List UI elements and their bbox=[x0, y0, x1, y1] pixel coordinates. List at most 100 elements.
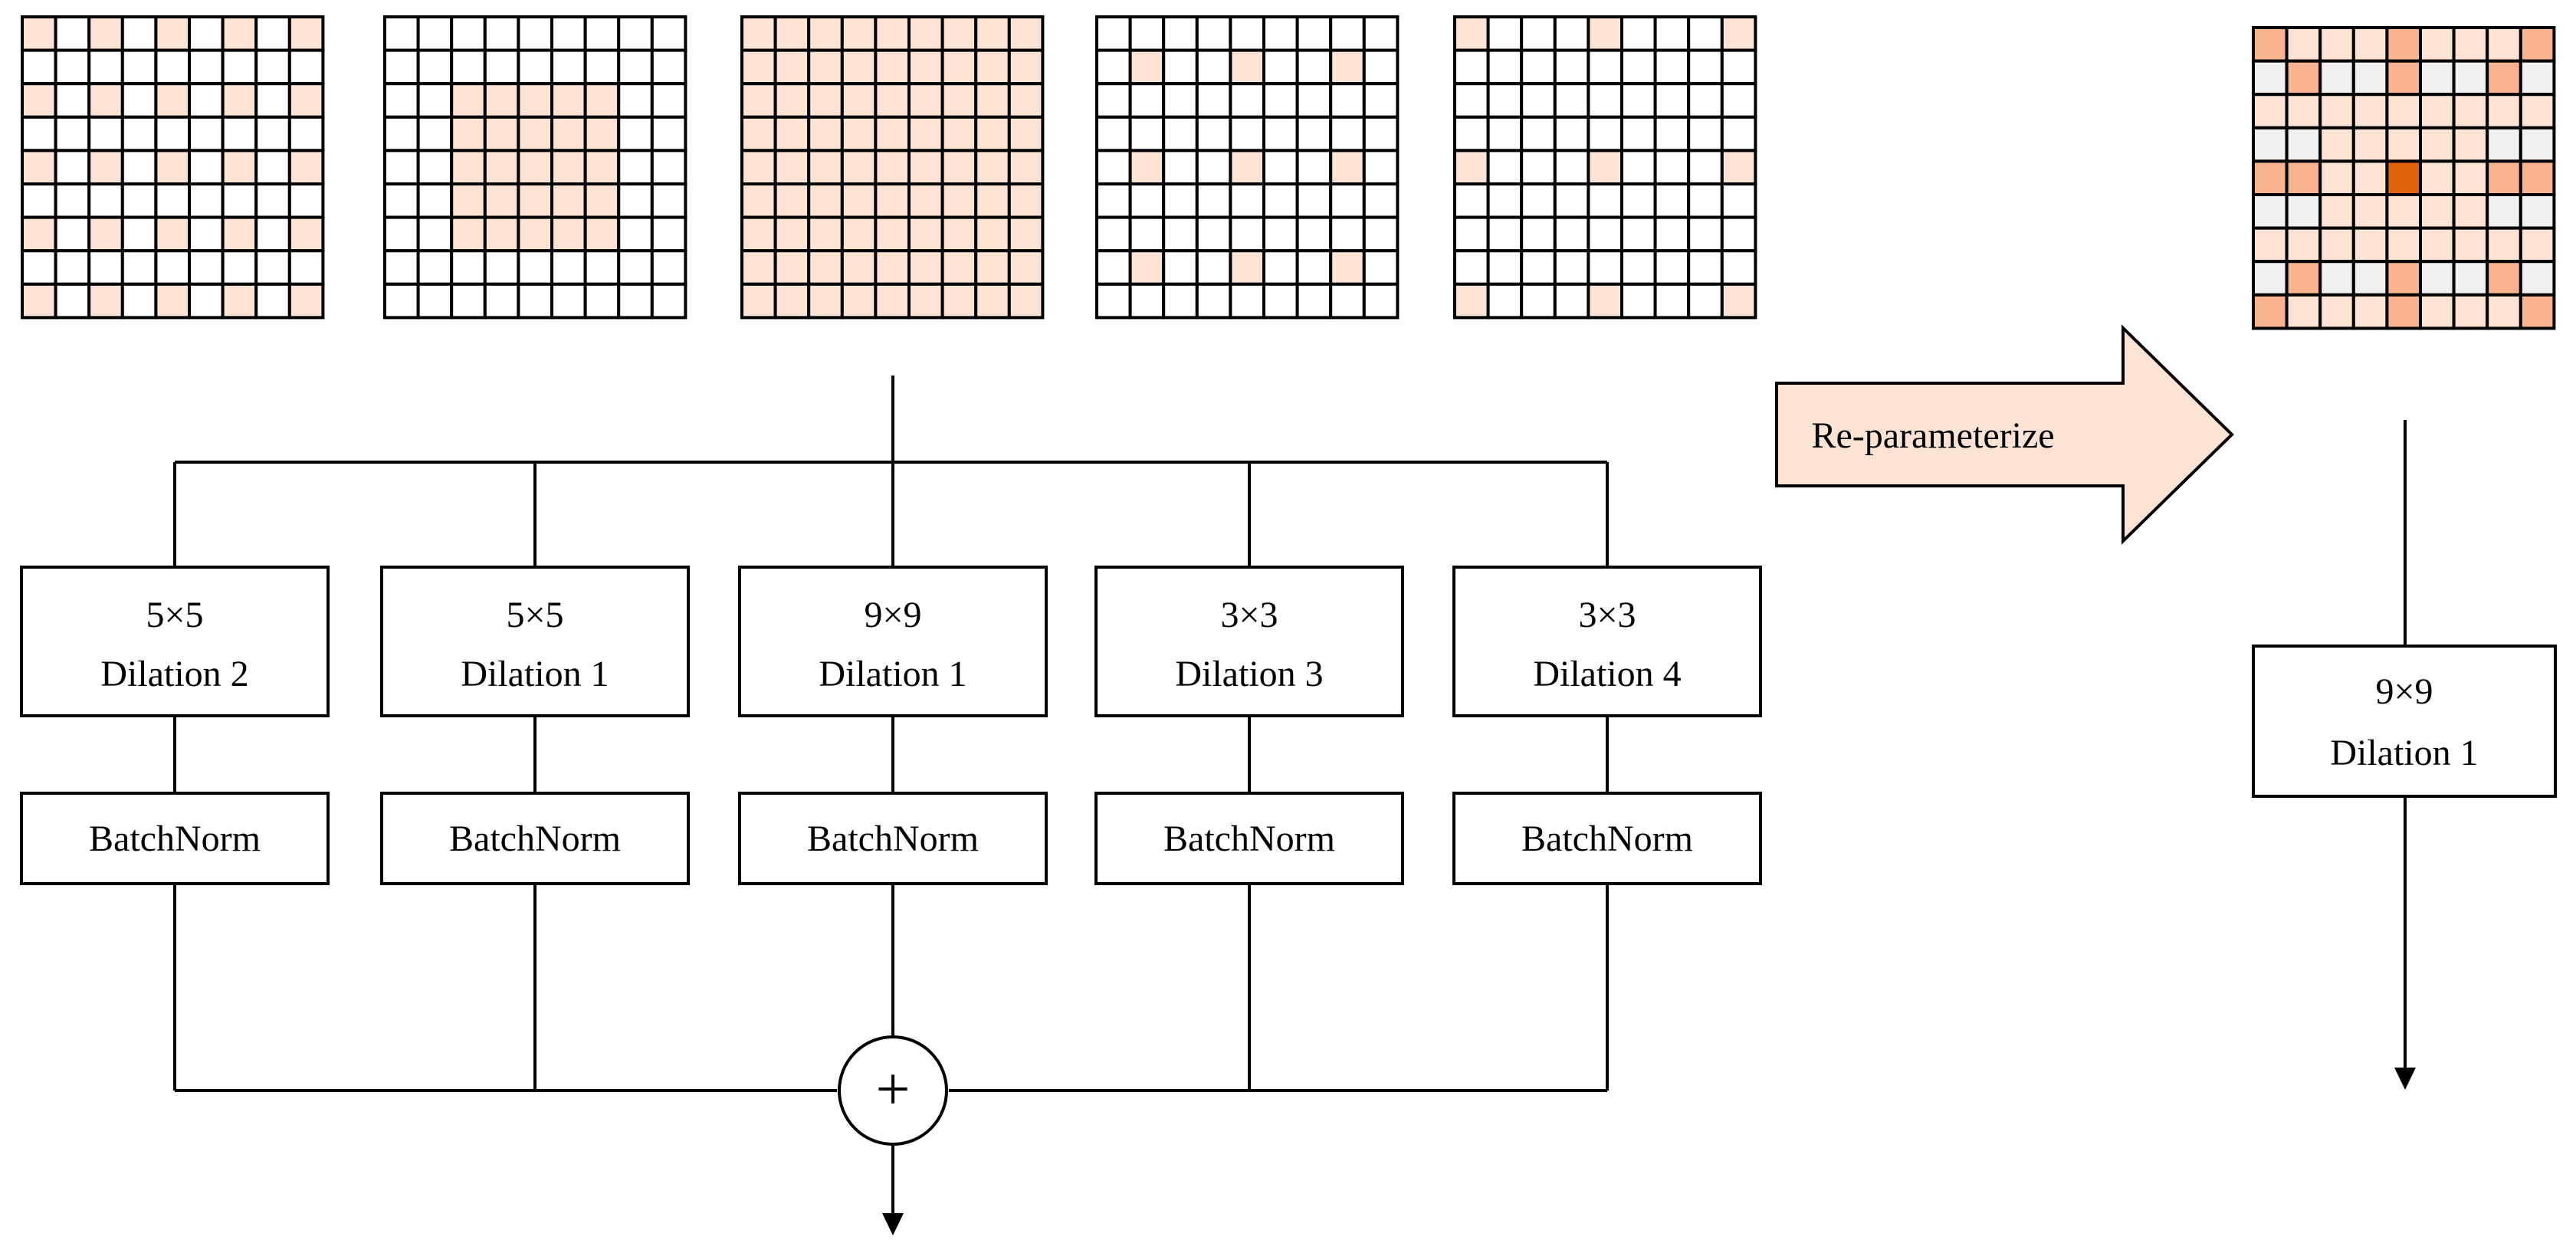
batchnorm-label: BatchNorm bbox=[1163, 818, 1335, 859]
kernel-cell bbox=[483, 15, 520, 52]
kernel-cell bbox=[1229, 48, 1266, 86]
kernel-cell bbox=[1329, 115, 1366, 153]
kernel-cell bbox=[1095, 149, 1132, 185]
kernel-cell bbox=[188, 215, 225, 253]
kernel-cell bbox=[907, 15, 944, 52]
kernel-size-label: 9×9 bbox=[864, 595, 921, 635]
kernel-cell bbox=[1195, 115, 1232, 153]
kernel-cell bbox=[617, 149, 654, 185]
kernel-cell bbox=[87, 48, 124, 86]
merged-kernel-cell bbox=[2318, 293, 2355, 330]
kernel-cell bbox=[154, 215, 191, 253]
kernel-cell bbox=[583, 215, 621, 253]
kernel-cell bbox=[450, 182, 487, 219]
kernel-cell bbox=[21, 249, 57, 286]
kernel-cell bbox=[1128, 182, 1166, 219]
kernel-cell bbox=[188, 182, 225, 219]
kernel-cell bbox=[940, 149, 978, 185]
kernel-cell bbox=[550, 48, 587, 86]
kernel-cell bbox=[974, 282, 1011, 320]
kernel-cell bbox=[221, 182, 258, 219]
kernel-cell bbox=[773, 249, 811, 286]
kernel-cell bbox=[154, 282, 191, 320]
dilation-label: Dilation 1 bbox=[819, 654, 966, 694]
kernel-cell bbox=[383, 182, 420, 219]
kernel-cell bbox=[1620, 48, 1657, 86]
kernel-cell bbox=[87, 149, 124, 185]
merged-kernel-cell bbox=[2385, 126, 2422, 163]
merged-kernel-cell bbox=[2351, 93, 2389, 130]
kernel-cell bbox=[1162, 282, 1199, 320]
kernel-grids bbox=[21, 15, 1757, 320]
kernel-cell bbox=[1486, 48, 1524, 86]
merged-kernel-cell bbox=[2285, 193, 2322, 230]
kernel-cell bbox=[1162, 82, 1199, 119]
kernel-cell bbox=[1620, 215, 1657, 253]
kernel-cell bbox=[1007, 15, 1045, 52]
kernel-cell bbox=[287, 15, 325, 52]
kernel-cell bbox=[1095, 215, 1132, 253]
merged-dilation: Dilation 1 bbox=[2330, 733, 2478, 773]
kernel-cell bbox=[1229, 215, 1266, 253]
sum-node: + bbox=[838, 1035, 948, 1146]
kernel-cell bbox=[1295, 115, 1333, 153]
kernel-cell bbox=[1486, 182, 1524, 219]
kernel-cell bbox=[974, 249, 1011, 286]
kernel-cell bbox=[1520, 249, 1557, 286]
kernel-cell bbox=[54, 282, 91, 320]
kernel-cell bbox=[1128, 48, 1166, 86]
kernel-cell bbox=[550, 282, 587, 320]
kernel-cell bbox=[254, 149, 291, 185]
kernel-cell bbox=[1329, 215, 1366, 253]
kernel-cell bbox=[383, 149, 420, 185]
kernel-cell bbox=[1720, 149, 1757, 185]
kernel-cell bbox=[188, 282, 225, 320]
kernel-cell bbox=[416, 82, 454, 119]
kernel-cell bbox=[907, 282, 944, 320]
kernel-cell bbox=[416, 215, 454, 253]
kernel-cell bbox=[1229, 182, 1266, 219]
kernel-cell bbox=[188, 15, 225, 52]
kernel-cell bbox=[483, 149, 520, 185]
kernel-cell bbox=[1362, 82, 1400, 119]
kernel-cell bbox=[650, 249, 687, 286]
merged-kernel-cell bbox=[2419, 193, 2456, 230]
kernel-cell bbox=[483, 182, 520, 219]
kernel-cell bbox=[650, 282, 687, 320]
merged-kernel-cell bbox=[2318, 59, 2355, 97]
kernel-cell bbox=[517, 48, 554, 86]
kernel-size-label: 3×3 bbox=[1578, 595, 1636, 635]
kernel-cell bbox=[907, 115, 944, 153]
kernel-cell bbox=[517, 182, 554, 219]
kernel-cell bbox=[1620, 182, 1657, 219]
kernel-cell bbox=[1262, 15, 1299, 52]
kernel-cell bbox=[1295, 82, 1333, 119]
kernel-cell bbox=[740, 115, 777, 153]
kernel-cell bbox=[450, 115, 487, 153]
merged-kernel-cell bbox=[2519, 293, 2556, 330]
merged-kernel-cell bbox=[2385, 226, 2422, 264]
merged-kernel-cell bbox=[2285, 26, 2322, 63]
kernel-cell bbox=[1262, 182, 1299, 219]
kernel-cell bbox=[1720, 215, 1757, 253]
kernel-cell bbox=[1229, 15, 1266, 52]
kernel-cell bbox=[416, 149, 454, 185]
kernel-cell bbox=[840, 15, 878, 52]
batchnorm-label: BatchNorm bbox=[449, 818, 621, 859]
kernel-cell bbox=[1653, 48, 1691, 86]
kernel-cell bbox=[54, 215, 91, 253]
kernel-cell bbox=[1262, 115, 1299, 153]
kernel-cell bbox=[1229, 282, 1266, 320]
batchnorm-box-branch-1: BatchNorm bbox=[20, 792, 330, 885]
kernel-cell bbox=[287, 82, 325, 119]
kernel-cell bbox=[874, 82, 911, 119]
merged-kernel-cell bbox=[2519, 126, 2556, 163]
kernel-cell bbox=[550, 249, 587, 286]
kernel-cell bbox=[383, 48, 420, 86]
kernel-cell bbox=[740, 249, 777, 286]
merged-kernel-cell bbox=[2419, 226, 2456, 264]
kernel-cell bbox=[617, 48, 654, 86]
batchnorm-box-branch-4: BatchNorm bbox=[1094, 792, 1404, 885]
kernel-cell bbox=[1162, 215, 1199, 253]
